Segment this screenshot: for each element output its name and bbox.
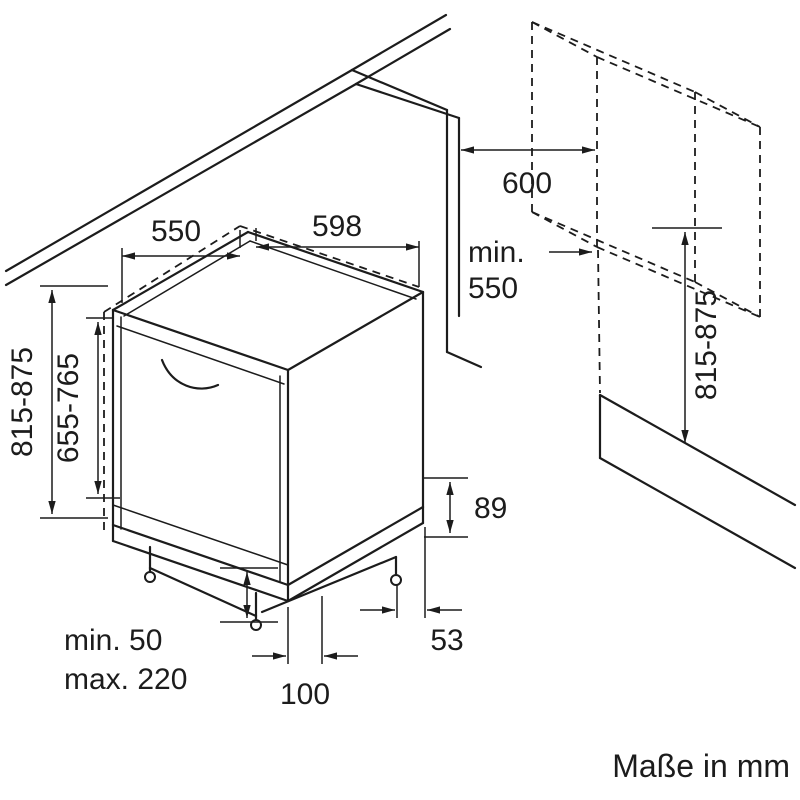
dim-label-feet-max: max. 220 [64, 663, 187, 696]
dim-label-feet-min: min. 50 [64, 624, 162, 657]
dim-rear-base-height: 89 [424, 477, 507, 538]
niche-dashed-lines-around-appliance [103, 225, 420, 533]
niche-dashed-outline [531, 21, 761, 394]
dim-label-niche-width: 600 [502, 167, 552, 200]
dim-label-niche-height: 815-875 [690, 290, 723, 400]
dim-label-rear-base-inset: 53 [430, 624, 463, 657]
niche-left-wall [350, 68, 483, 369]
dishwasher-top-face [111, 230, 425, 372]
adjustable-foot [250, 619, 262, 631]
dim-front-base-inset: 100 [252, 596, 358, 711]
dim-niche-width: 600 [461, 146, 595, 200]
dim-label-front-base-inset: 100 [280, 678, 330, 711]
dim-front-panel-height: 655-765 [52, 317, 120, 499]
dim-appliance-height: 815-875 [6, 285, 108, 519]
dishwasher [103, 225, 425, 631]
dim-label-top-depth: 550 [151, 215, 201, 248]
adjustable-feet [144, 555, 402, 631]
dim-niche-depth: min. 550 [468, 236, 592, 305]
dishwasher-front-door [111, 308, 290, 587]
dim-label-niche-depth-prefix: min. [468, 236, 525, 269]
adjustable-foot [144, 571, 156, 583]
dim-label-appliance-height: 815-875 [6, 347, 39, 457]
dimensions: 550 598 600 min. 550 815-875 815-875 [6, 146, 723, 711]
door-handle [160, 358, 220, 390]
dim-rear-base-inset: 53 [360, 527, 464, 657]
dim-niche-height: 815-875 [652, 227, 723, 443]
dim-top-depth: 550 [121, 215, 241, 303]
dim-feet-adjustment: min. 50 max. 220 [64, 567, 278, 696]
dim-label-top-width: 598 [312, 210, 362, 243]
units-caption: Maße in mm [612, 748, 790, 784]
dim-label-front-panel-height: 655-765 [52, 353, 85, 463]
worktop-edge [4, 13, 452, 287]
adjustable-foot [390, 574, 402, 586]
dim-label-niche-depth-value: 550 [468, 272, 518, 305]
dim-top-width: 598 [255, 210, 420, 287]
dishwasher-side-panel [286, 290, 425, 587]
right-cabinet-panel [598, 393, 797, 570]
dim-label-rear-base-height: 89 [474, 492, 507, 525]
dishwasher-base-frame [111, 505, 425, 618]
